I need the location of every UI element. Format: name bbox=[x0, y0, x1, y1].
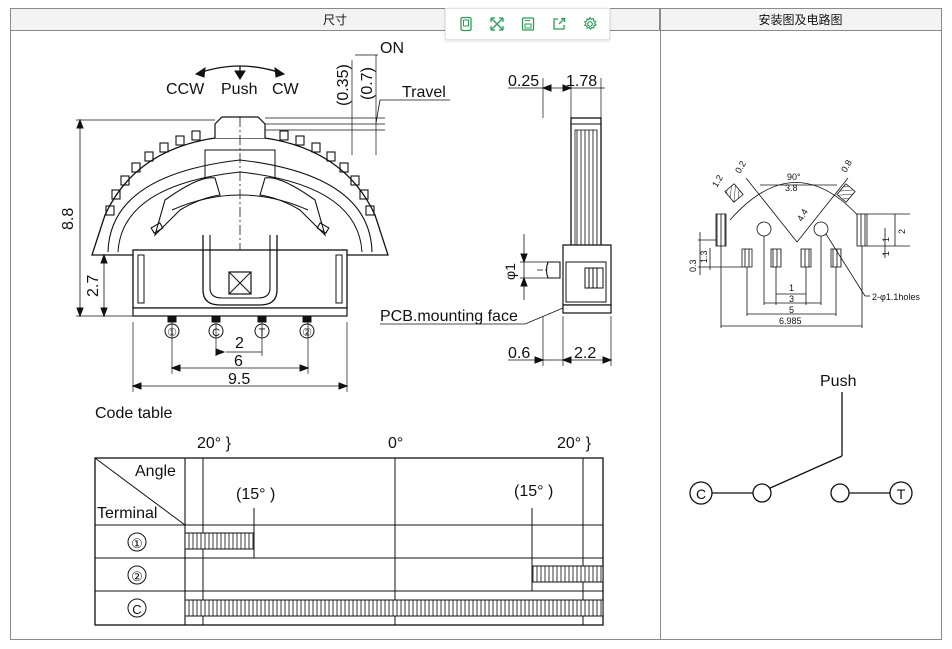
angle-left: 20° } bbox=[197, 435, 232, 452]
travel-label: Travel bbox=[402, 84, 446, 101]
circuit-t-label: T bbox=[897, 486, 906, 502]
column-divider bbox=[660, 9, 661, 639]
side-view bbox=[380, 78, 613, 366]
inst-d13: 1.3 bbox=[699, 250, 709, 263]
circuit-c-label: C bbox=[696, 486, 706, 502]
inst-d1: 1 bbox=[789, 283, 794, 293]
inst-holes: 2-φ1.1holes bbox=[872, 292, 920, 302]
inst-d2: 2 bbox=[897, 229, 907, 234]
front-view bbox=[76, 54, 450, 392]
fullscreen-button[interactable] bbox=[486, 13, 508, 35]
inst-d12: 1.2 bbox=[710, 173, 725, 189]
front-view-labels: CCW Push CW ON Travel (0.35) (0.7) 8.8 2… bbox=[60, 40, 446, 388]
code-table-title: Code table bbox=[95, 405, 172, 422]
dim-035: (0.35) bbox=[335, 64, 352, 106]
pcb-mounting-face-label: PCB.mounting face bbox=[380, 308, 518, 325]
mobile-view-icon bbox=[459, 16, 472, 32]
dim-025: 0.25 bbox=[508, 73, 539, 90]
dim-27: 2.7 bbox=[85, 275, 102, 297]
mid-right-label: (15° ) bbox=[514, 483, 553, 500]
ccw-label: CCW bbox=[166, 81, 205, 98]
dim-95: 9.5 bbox=[228, 371, 250, 388]
on-label: ON bbox=[380, 40, 404, 57]
row-terminal-1: ① bbox=[131, 536, 143, 551]
floating-toolbar bbox=[445, 8, 610, 40]
terminal-c: C bbox=[212, 327, 220, 339]
inst-d03: 0.3 bbox=[688, 259, 698, 272]
dim-6: 6 bbox=[234, 353, 243, 370]
save-icon bbox=[521, 17, 534, 31]
knob-teeth bbox=[105, 130, 375, 216]
install-view-labels: 1.2 0.2 90° 3.8 0.8 4.4 1 1 2 0.3 1.3 1 … bbox=[688, 158, 920, 326]
dim-2: 2 bbox=[235, 335, 244, 352]
angle-header: Angle bbox=[135, 463, 176, 480]
circuit bbox=[689, 392, 913, 505]
terminal-2: ② bbox=[302, 327, 312, 339]
dim-06: 0.6 bbox=[508, 345, 530, 362]
settings-button[interactable] bbox=[579, 13, 601, 35]
cw-label: CW bbox=[272, 81, 300, 98]
side-view-labels: 0.25 1.78 φ1 PCB.mounting face 0.6 2.2 bbox=[380, 73, 597, 362]
inst-d38: 3.8 bbox=[785, 183, 798, 193]
angle-right: 20° } bbox=[557, 435, 592, 452]
terminal-header: Terminal bbox=[97, 505, 157, 522]
row-terminal-2: ② bbox=[131, 569, 143, 584]
terminal-t: T bbox=[259, 327, 266, 339]
circuit-push-label: Push bbox=[820, 373, 856, 390]
terminal-1: ① bbox=[167, 327, 177, 339]
fullscreen-icon bbox=[489, 17, 504, 31]
inst-d08: 0.8 bbox=[839, 158, 854, 174]
push-label: Push bbox=[221, 81, 257, 98]
mid-left-label: (15° ) bbox=[236, 486, 275, 503]
inst-d6985: 6.985 bbox=[779, 316, 802, 326]
inst-d1a: 1 bbox=[881, 237, 891, 242]
share-icon bbox=[552, 17, 565, 30]
inst-d1b: 1 bbox=[881, 251, 891, 256]
code-table bbox=[94, 457, 604, 626]
dim-178: 1.78 bbox=[566, 73, 597, 90]
dim-phi1: φ1 bbox=[502, 263, 518, 280]
inst-d02: 0.2 bbox=[733, 159, 748, 175]
inst-d3: 3 bbox=[789, 294, 794, 304]
share-button[interactable] bbox=[548, 13, 570, 35]
angle-zero: 0° bbox=[388, 435, 403, 452]
circuit-labels: Push C T bbox=[696, 373, 906, 502]
inst-d5: 5 bbox=[789, 305, 794, 315]
install-view bbox=[698, 177, 910, 328]
mobile-view-button[interactable] bbox=[455, 13, 477, 35]
settings-icon bbox=[583, 16, 597, 31]
install-header: 安装图及电路图 bbox=[660, 9, 941, 31]
dim-88: 8.8 bbox=[60, 208, 77, 230]
save-button[interactable] bbox=[517, 13, 539, 35]
inst-d44: 4.4 bbox=[795, 207, 810, 223]
dim-22: 2.2 bbox=[574, 345, 596, 362]
code-table-labels: Code table 20° } 0° 20° } Angle Terminal… bbox=[95, 405, 592, 617]
inst-a90: 90° bbox=[787, 172, 801, 182]
dim-07: (0.7) bbox=[359, 67, 376, 100]
row-terminal-c: C bbox=[132, 602, 141, 617]
